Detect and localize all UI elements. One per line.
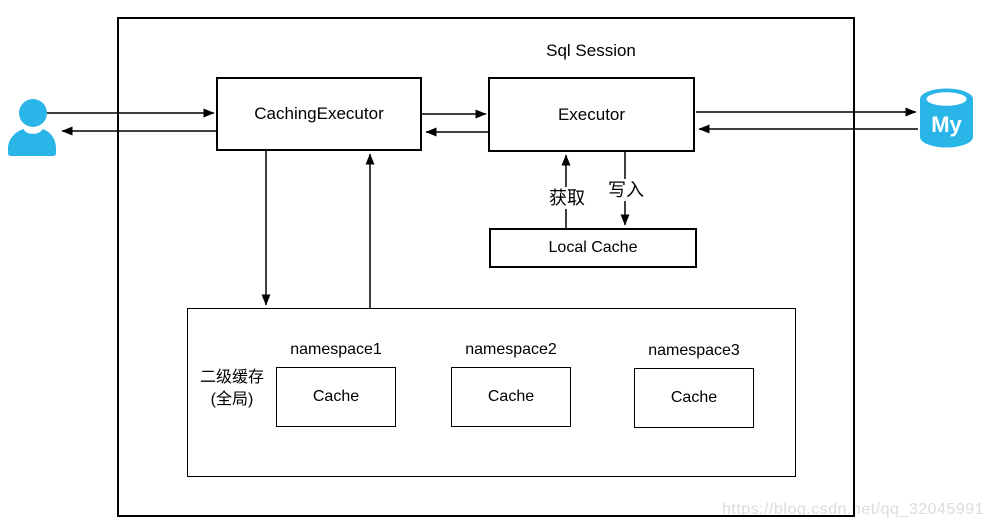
second-level-cache-box bbox=[187, 308, 796, 477]
executor-label: Executor bbox=[557, 104, 626, 124]
namespace3-cache-label: Cache bbox=[670, 389, 718, 406]
sql-session-title: Sql Session bbox=[546, 41, 636, 60]
write-edge-label: 写入 bbox=[605, 179, 647, 201]
namespace3-cache-box: Cache bbox=[634, 368, 754, 428]
sql-session-box bbox=[117, 17, 855, 517]
second-level-cache-label-line2: (全局) bbox=[210, 391, 254, 408]
watermark: https://blog.csdn.net/qq_32045991 bbox=[721, 501, 984, 518]
user-icon bbox=[8, 99, 56, 156]
mysql-cylinder-top bbox=[926, 92, 967, 106]
namespace1-label: namespace1 bbox=[290, 341, 382, 358]
mysql-icon-label: My bbox=[931, 112, 962, 137]
executor-box: Executor bbox=[488, 77, 695, 152]
second-level-cache-label: 二级缓存 (全局) bbox=[190, 367, 274, 411]
namespace2-label: namespace2 bbox=[465, 341, 557, 358]
fetch-edge-label: 获取 bbox=[546, 187, 588, 209]
user-icon-head bbox=[19, 99, 47, 127]
mysql-database-icon: My bbox=[920, 88, 973, 148]
local-cache-box: Local Cache bbox=[489, 228, 697, 268]
second-level-cache-label-line1: 二级缓存 bbox=[199, 369, 264, 386]
caching-executor-box: CachingExecutor bbox=[216, 77, 422, 151]
namespace2-cache-box: Cache bbox=[451, 367, 571, 427]
namespace2-cache-label: Cache bbox=[487, 388, 535, 405]
namespace1-cache-box: Cache bbox=[276, 367, 396, 427]
caching-executor-label: CachingExecutor bbox=[254, 104, 384, 123]
local-cache-label: Local Cache bbox=[548, 239, 638, 256]
namespace1-cache-label: Cache bbox=[312, 388, 360, 405]
namespace3-label: namespace3 bbox=[648, 342, 740, 359]
user-icon-body bbox=[8, 129, 56, 156]
